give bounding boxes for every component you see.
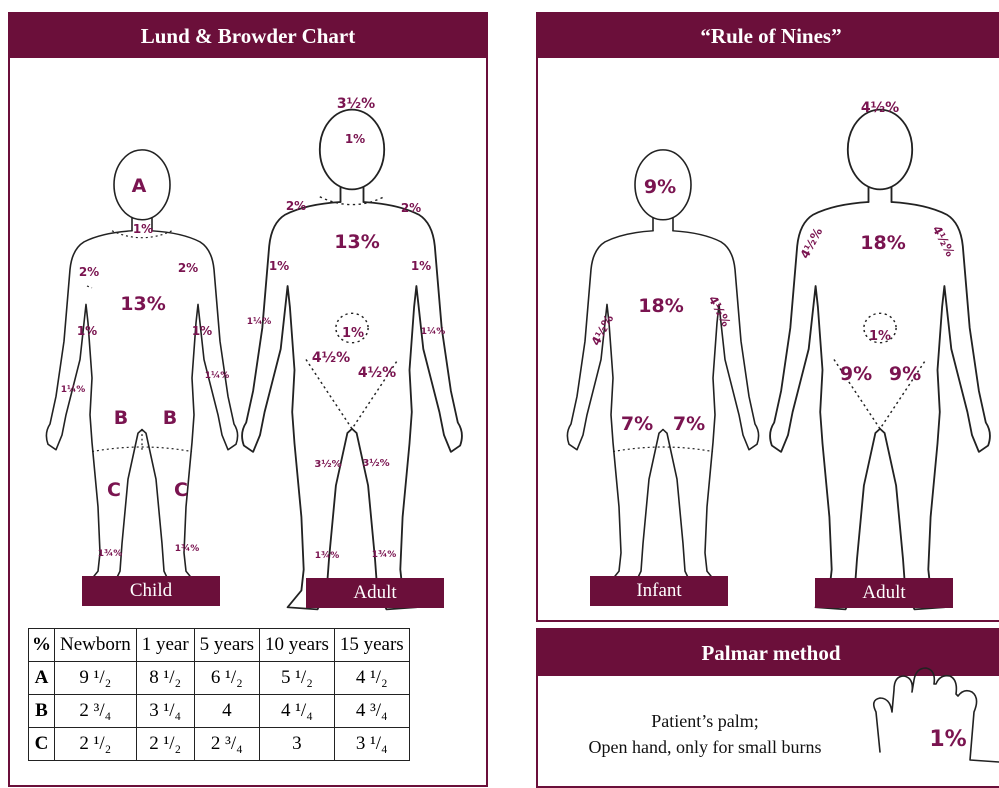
table-row-label: C bbox=[29, 728, 55, 761]
table-cell: 8 ¹/₂ bbox=[136, 662, 194, 695]
table-row: C 2 ¹/₂ 2 ¹/₂ 2 ³/₄ 3 3 ¹/₄ bbox=[29, 728, 410, 761]
nines-adult-head-label: 4½% bbox=[861, 100, 899, 116]
adult-hand-right-label: 1¼% bbox=[421, 326, 446, 337]
child-upper-arm-left-label: 2% bbox=[79, 265, 99, 279]
table-cell: 4 bbox=[194, 695, 259, 728]
adult-genital-label: 1% bbox=[342, 326, 364, 341]
adult-trunk-label: 13% bbox=[334, 231, 379, 253]
table-cell: 2 ¹/₂ bbox=[136, 728, 194, 761]
table-header-cell: Newborn bbox=[55, 629, 137, 662]
table-cell: 2 ¹/₂ bbox=[55, 728, 137, 761]
adult-hand-left-label: 1¼% bbox=[247, 316, 272, 327]
adult-figure bbox=[242, 110, 462, 610]
infant-caption: Infant bbox=[590, 576, 728, 606]
palm-hand-icon: 1% bbox=[874, 668, 999, 762]
child-foot-right-label: 1¾% bbox=[175, 544, 200, 554]
nines-adult-leg-right-label: 9% bbox=[889, 363, 921, 385]
child-hand-right-label: 1¼% bbox=[205, 370, 230, 381]
palm-percent-label: 1% bbox=[929, 727, 966, 752]
table-row-label: B bbox=[29, 695, 55, 728]
lund-browder-table: % Newborn 1 year 5 years 10 years 15 yea… bbox=[28, 628, 410, 761]
table-cell: 3 ¹/₄ bbox=[334, 728, 409, 761]
adult-thigh-right-label: 4½% bbox=[358, 365, 396, 381]
table-header-cell: % bbox=[29, 629, 55, 662]
infant-head-label: 9% bbox=[644, 176, 676, 198]
table-cell: 2 ³/₄ bbox=[55, 695, 137, 728]
adult-head-label: 3½% bbox=[337, 96, 375, 112]
infant-leg-left-label: 7% bbox=[621, 413, 653, 435]
table-header-cell: 1 year bbox=[136, 629, 194, 662]
infant-figure bbox=[567, 150, 758, 588]
palmar-line-2: Open hand, only for small burns bbox=[540, 734, 870, 760]
nines-adult-figure bbox=[770, 110, 990, 610]
table-cell: 3 bbox=[260, 728, 335, 761]
table-row: B 2 ³/₄ 3 ¹/₄ 4 4 ¹/₄ 4 ³/₄ bbox=[29, 695, 410, 728]
palmar-line-1: Patient’s palm; bbox=[540, 708, 870, 734]
adult-neck-label: 1% bbox=[345, 132, 365, 146]
nines-adult-arm-left-label: 4½% bbox=[798, 225, 826, 261]
adult-thigh-left-label: 4½% bbox=[312, 350, 350, 366]
table-row: A 9 ¹/₂ 8 ¹/₂ 6 ¹/₂ 5 ¹/₂ 4 ¹/₂ bbox=[29, 662, 410, 695]
child-foot-left-label: 1¾% bbox=[98, 549, 123, 559]
infant-arm-right-label: 4½% bbox=[706, 293, 734, 329]
infant-leg-right-label: 7% bbox=[673, 413, 705, 435]
infant-arm-left-label: 4½% bbox=[589, 312, 617, 348]
child-trunk-label: 13% bbox=[120, 293, 165, 315]
child-neck-label: 1% bbox=[133, 222, 153, 236]
nines-adult-genital-label: 1% bbox=[869, 329, 891, 344]
table-row-label: A bbox=[29, 662, 55, 695]
adult-leg-left-label: 3½% bbox=[314, 459, 341, 470]
child-upper-arm-right-label: 2% bbox=[178, 261, 198, 275]
child-hand-left-label: 1¼% bbox=[61, 384, 86, 395]
adult-foot-left-label: 1¾% bbox=[315, 551, 340, 561]
child-forearm-left-label: 1% bbox=[77, 324, 97, 338]
child-leg-left-label: C bbox=[107, 479, 121, 501]
table-header-cell: 5 years bbox=[194, 629, 259, 662]
child-caption: Child bbox=[82, 576, 220, 606]
adult-forearm-right-label: 1% bbox=[411, 259, 431, 273]
child-forearm-right-label: 1% bbox=[192, 324, 212, 338]
adult-upper-arm-right-label: 2% bbox=[401, 201, 421, 215]
adult-upper-arm-left-label: 2% bbox=[286, 199, 306, 213]
table-cell: 5 ¹/₂ bbox=[260, 662, 335, 695]
table-cell: 9 ¹/₂ bbox=[55, 662, 137, 695]
nines-adult-caption: Adult bbox=[815, 578, 953, 608]
table-header-cell: 15 years bbox=[334, 629, 409, 662]
table-cell: 6 ¹/₂ bbox=[194, 662, 259, 695]
nines-adult-arm-right-label: 4½% bbox=[930, 223, 958, 259]
palmar-description: Patient’s palm; Open hand, only for smal… bbox=[540, 708, 870, 760]
adult-forearm-left-label: 1% bbox=[269, 259, 289, 273]
table-cell: 3 ¹/₄ bbox=[136, 695, 194, 728]
table-cell: 4 ¹/₄ bbox=[260, 695, 335, 728]
child-leg-right-label: C bbox=[174, 479, 188, 501]
table-header-row: % Newborn 1 year 5 years 10 years 15 yea… bbox=[29, 629, 410, 662]
table-cell: 2 ³/₄ bbox=[194, 728, 259, 761]
nines-adult-leg-left-label: 9% bbox=[840, 363, 872, 385]
child-head-label: A bbox=[132, 175, 147, 197]
adult-leg-right-label: 3½% bbox=[362, 458, 389, 469]
table-header-cell: 10 years bbox=[260, 629, 335, 662]
nines-adult-trunk-label: 18% bbox=[860, 232, 905, 254]
adult-caption: Adult bbox=[306, 578, 444, 608]
adult-foot-right-label: 1¾% bbox=[372, 550, 397, 560]
child-thigh-right-label: B bbox=[163, 407, 177, 429]
table-cell: 4 ¹/₂ bbox=[334, 662, 409, 695]
infant-trunk-label: 18% bbox=[638, 295, 683, 317]
table-cell: 4 ³/₄ bbox=[334, 695, 409, 728]
child-thigh-left-label: B bbox=[114, 407, 128, 429]
child-figure bbox=[46, 150, 237, 588]
